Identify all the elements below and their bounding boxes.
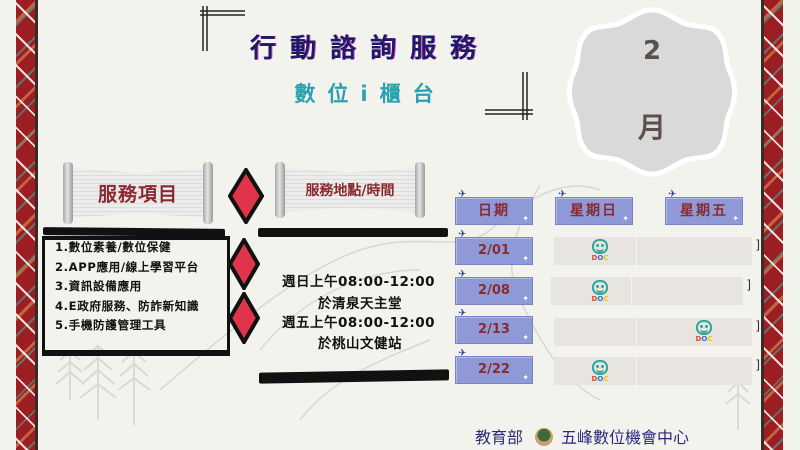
ministry-label: 教育部 — [475, 428, 524, 447]
pushpin-icon: ✈ — [458, 348, 467, 359]
schedule-place-sunday: 於清泉天主堂 — [318, 296, 402, 312]
sparkle-icon: ✦ — [522, 254, 529, 263]
calendar-date-tag: ✈ 2/13 ✦ — [455, 309, 533, 344]
calendar-date-tag: ✈ 2/22 ✦ — [455, 349, 533, 384]
title-frame-top-left-corner — [200, 6, 245, 51]
calendar-row-band: ] — [554, 357, 760, 385]
month-badge-shape — [567, 7, 737, 177]
service-item: 1.數位素養/數位保健 — [55, 240, 172, 254]
calendar-row-band: ] — [551, 277, 751, 305]
diamond-ornament-icon — [228, 238, 260, 290]
calendar-header-friday: ✈ 星期五 ✦ — [665, 190, 743, 225]
calendar-header-sunday: ✈ 星期日 ✦ — [555, 190, 633, 225]
right-tribal-border — [761, 0, 783, 450]
pushpin-icon: ✈ — [458, 189, 467, 200]
brush-stroke-divider — [258, 228, 448, 237]
pushpin-icon: ✈ — [668, 189, 677, 200]
calendar-date-tag: ✈ 2/01 ✦ — [455, 230, 533, 265]
service-item: 3.資訊設備應用 — [55, 279, 142, 293]
calendar-date-tag: ✈ 2/08 ✦ — [455, 270, 533, 305]
calendar-row-band: ] — [554, 237, 760, 265]
doc-smiley-icon: DOC — [589, 280, 611, 303]
location-time-banner-label: 服務地點/時間 — [305, 183, 395, 199]
month-number: 2 — [642, 36, 662, 66]
schedule-time-friday: 週五上午08:00-12:00 — [282, 315, 436, 331]
sparkle-icon: ✦ — [522, 373, 529, 382]
left-tribal-border — [16, 0, 38, 450]
page-title: 行動諮詢服務 — [249, 34, 490, 64]
sparkle-icon: ✦ — [522, 294, 529, 303]
month-unit: 月 — [637, 111, 666, 144]
service-item: 5.手機防護管理工具 — [55, 318, 167, 332]
page-subtitle: 數位i櫃台 — [294, 82, 446, 106]
center-name: 五峰數位機會中心 — [561, 428, 690, 447]
services-list-frame — [42, 236, 230, 356]
pushpin-icon: ✈ — [458, 308, 467, 319]
service-item: 2.APP應用/線上學習平台 — [55, 259, 199, 274]
services-list: 1.數位素養/數位保健 2.APP應用/線上學習平台 3.資訊設備應用 4.E政… — [55, 238, 230, 336]
service-item: 4.E政府服務、防詐新知識 — [55, 298, 200, 313]
pushpin-icon: ✈ — [458, 269, 467, 280]
doc-smiley-icon: DOC — [693, 320, 715, 343]
sparkle-icon: ✦ — [522, 333, 529, 342]
doc-smiley-icon: DOC — [589, 360, 611, 383]
title-frame-bottom-right-corner — [485, 72, 533, 120]
calendar-header-date: ✈ 日期 ✦ — [455, 190, 533, 225]
diamond-ornament-icon — [228, 168, 264, 224]
sparkle-icon: ✦ — [622, 214, 629, 223]
location-time-banner: 服務地點/時間 — [275, 162, 425, 218]
center-logo-icon — [535, 428, 554, 446]
services-banner: 服務項目 — [63, 162, 213, 224]
doc-smiley-icon: DOC — [589, 239, 611, 262]
footer: 教育部 五峰數位機會中心 — [475, 424, 689, 448]
pushpin-icon: ✈ — [558, 189, 567, 200]
schedule-place-friday: 於桃山文健站 — [318, 336, 402, 352]
schedule-time-sunday: 週日上午08:00-12:00 — [282, 274, 436, 290]
brush-stroke-divider — [259, 369, 449, 384]
diamond-ornament-icon — [228, 292, 260, 344]
calendar-row-band: ] — [554, 318, 760, 346]
sparkle-icon: ✦ — [522, 214, 529, 223]
pushpin-icon: ✈ — [458, 229, 467, 240]
sparkle-icon: ✦ — [732, 214, 739, 223]
services-banner-label: 服務項目 — [97, 183, 178, 206]
